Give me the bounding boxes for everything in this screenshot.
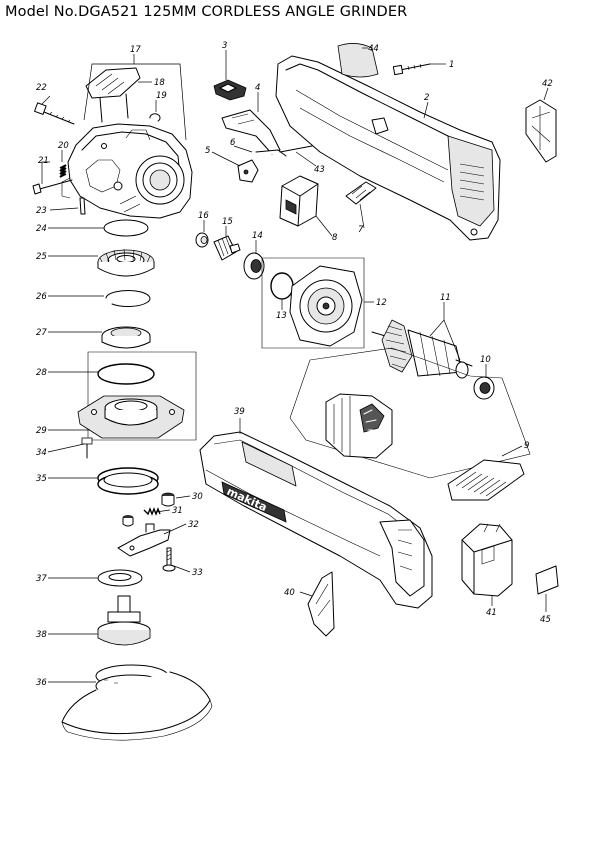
part-label-22: 22 xyxy=(36,83,47,93)
part-label-32: 32 xyxy=(188,520,199,530)
switch-button xyxy=(213,79,247,101)
screw-22 xyxy=(34,102,75,125)
part-label-7: 7 xyxy=(358,225,364,235)
ball-bearing-14 xyxy=(243,252,265,280)
part-label-21: 21 xyxy=(38,156,49,166)
compression-spring xyxy=(59,164,67,178)
part-label-43: 43 xyxy=(314,165,325,175)
speed-dial xyxy=(345,181,377,205)
part-label-36: 36 xyxy=(36,678,47,688)
screw-21 xyxy=(32,179,73,195)
o-ring-13 xyxy=(270,272,294,300)
o-ring-28 xyxy=(97,363,155,385)
part-label-3: 3 xyxy=(222,41,227,51)
flat-washer xyxy=(97,569,143,587)
switch-unit xyxy=(279,175,319,227)
group-frame-fan-baffle xyxy=(261,257,365,349)
ball-bearing-27 xyxy=(101,326,151,349)
spring-31 xyxy=(143,507,161,516)
nut-small xyxy=(122,515,134,527)
part-label-11: 11 xyxy=(440,293,451,303)
part-label-41: 41 xyxy=(486,608,497,618)
screw-1 xyxy=(392,63,431,76)
stator xyxy=(325,393,393,459)
part-label-13: 13 xyxy=(276,311,287,321)
part-label-24: 24 xyxy=(36,224,47,234)
terminal-holder xyxy=(461,523,513,597)
screw-34 xyxy=(81,437,93,459)
rod-43 xyxy=(279,145,313,153)
spindle xyxy=(97,595,151,646)
pin xyxy=(79,197,86,215)
part-label-31: 31 xyxy=(172,506,183,516)
group-frame-motor xyxy=(289,347,531,479)
part-label-25: 25 xyxy=(36,252,47,262)
part-label-35: 35 xyxy=(36,474,47,484)
screw-33 xyxy=(162,547,176,572)
leader-lines xyxy=(41,47,549,683)
part-label-37: 37 xyxy=(36,574,47,584)
label-plate xyxy=(337,43,379,78)
part-label-6: 6 xyxy=(230,138,236,148)
fan-baffle-plate xyxy=(289,265,363,347)
part-label-5: 5 xyxy=(205,146,210,156)
part-label-45: 45 xyxy=(540,615,551,625)
diagram-title: Model No.DGA521 125MM CORDLESS ANGLE GRI… xyxy=(5,4,408,20)
gear-housing xyxy=(61,123,193,219)
part-label-30: 30 xyxy=(192,492,203,502)
part-label-29: 29 xyxy=(36,426,47,436)
shaft-lock-lever xyxy=(85,67,141,123)
part-label-39: 39 xyxy=(234,407,245,417)
bracket-42 xyxy=(525,99,557,163)
nut-16 xyxy=(195,232,209,248)
part-label-18: 18 xyxy=(154,78,165,88)
part-label-1: 1 xyxy=(449,60,454,70)
part-label-10: 10 xyxy=(480,355,491,365)
pinion xyxy=(213,235,241,261)
part-label-12: 12 xyxy=(376,298,387,308)
motor-housing-lower: makita xyxy=(199,431,433,609)
part-label-23: 23 xyxy=(36,206,47,216)
part-label-42: 42 xyxy=(542,79,553,89)
ring-spring xyxy=(103,219,149,237)
motor-housing-upper xyxy=(275,55,501,241)
part-label-4: 4 xyxy=(255,83,260,93)
spiral-bevel-gear xyxy=(97,248,155,277)
ball-bearing-10 xyxy=(473,376,495,400)
part-label-33: 33 xyxy=(192,568,203,578)
controller xyxy=(447,459,525,501)
retaining-ring-small xyxy=(149,113,161,122)
part-label-20: 20 xyxy=(58,141,69,151)
part-label-34: 34 xyxy=(36,448,47,458)
part-label-9: 9 xyxy=(524,441,529,451)
cap-nut xyxy=(161,492,175,507)
part-label-28: 28 xyxy=(36,368,47,378)
part-label-44: 44 xyxy=(368,44,379,54)
part-label-14: 14 xyxy=(252,231,263,241)
link-rod xyxy=(255,149,287,157)
part-label-27: 27 xyxy=(36,328,47,338)
bearing-box xyxy=(77,395,185,439)
part-label-26: 26 xyxy=(36,292,47,302)
lock-plate xyxy=(117,523,171,557)
part-label-19: 19 xyxy=(156,91,167,101)
label-45 xyxy=(535,565,559,595)
part-labels: 1 2 3 4 5 6 7 8 9 10 11 12 13 14 15 16 1… xyxy=(36,41,553,688)
part-label-38: 38 xyxy=(36,630,47,640)
part-label-15: 15 xyxy=(222,217,233,227)
switch-actuator xyxy=(237,159,259,183)
part-label-8: 8 xyxy=(332,233,338,243)
part-label-16: 16 xyxy=(198,211,209,221)
rotor xyxy=(371,319,473,379)
part-label-40: 40 xyxy=(284,588,295,598)
part-label-2: 2 xyxy=(424,93,429,103)
bracket-40 xyxy=(307,571,335,637)
part-label-17: 17 xyxy=(130,45,141,55)
wheel-guard xyxy=(61,664,213,741)
retaining-ring xyxy=(105,290,151,307)
labyrinth-ring xyxy=(97,467,159,495)
